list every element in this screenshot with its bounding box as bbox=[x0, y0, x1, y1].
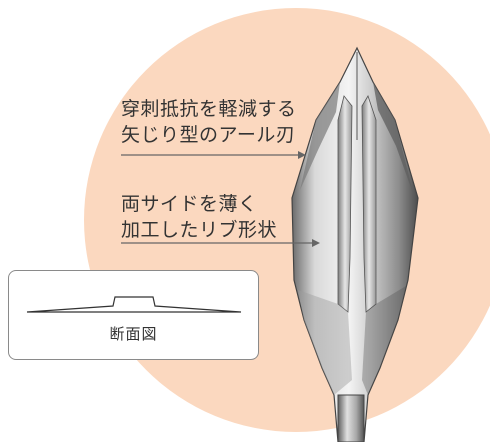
awl-blade bbox=[291, 46, 419, 442]
cross-section-caption: 断面図 bbox=[109, 325, 158, 343]
right-rib bbox=[361, 95, 377, 313]
annotation-line: 穿刺抵抗を軽減する bbox=[121, 98, 297, 120]
left-bevel bbox=[300, 82, 340, 190]
annotation-arrowhead-blade: 穿刺抵抗を軽減する 矢じり型のアール刃 bbox=[121, 96, 297, 148]
awl-shaft bbox=[337, 394, 365, 442]
left-rib bbox=[337, 95, 353, 313]
arrow-2 bbox=[121, 239, 320, 247]
annotation-line: 加工したリブ形状 bbox=[121, 219, 278, 241]
right-bevel bbox=[373, 82, 414, 196]
annotation-line: 両サイドを薄く bbox=[121, 193, 258, 215]
blade-lower-shade-right bbox=[362, 286, 406, 395]
annotation-rib-shape: 両サイドを薄く 加工したリブ形状 bbox=[121, 191, 277, 243]
arrow-1 bbox=[121, 151, 306, 159]
cross-section-shape bbox=[26, 296, 242, 313]
cross-section-inset: 断面図 bbox=[8, 270, 259, 360]
blade-lower-shade bbox=[298, 290, 352, 395]
annotation-line: 矢じり型のアール刃 bbox=[121, 124, 296, 146]
